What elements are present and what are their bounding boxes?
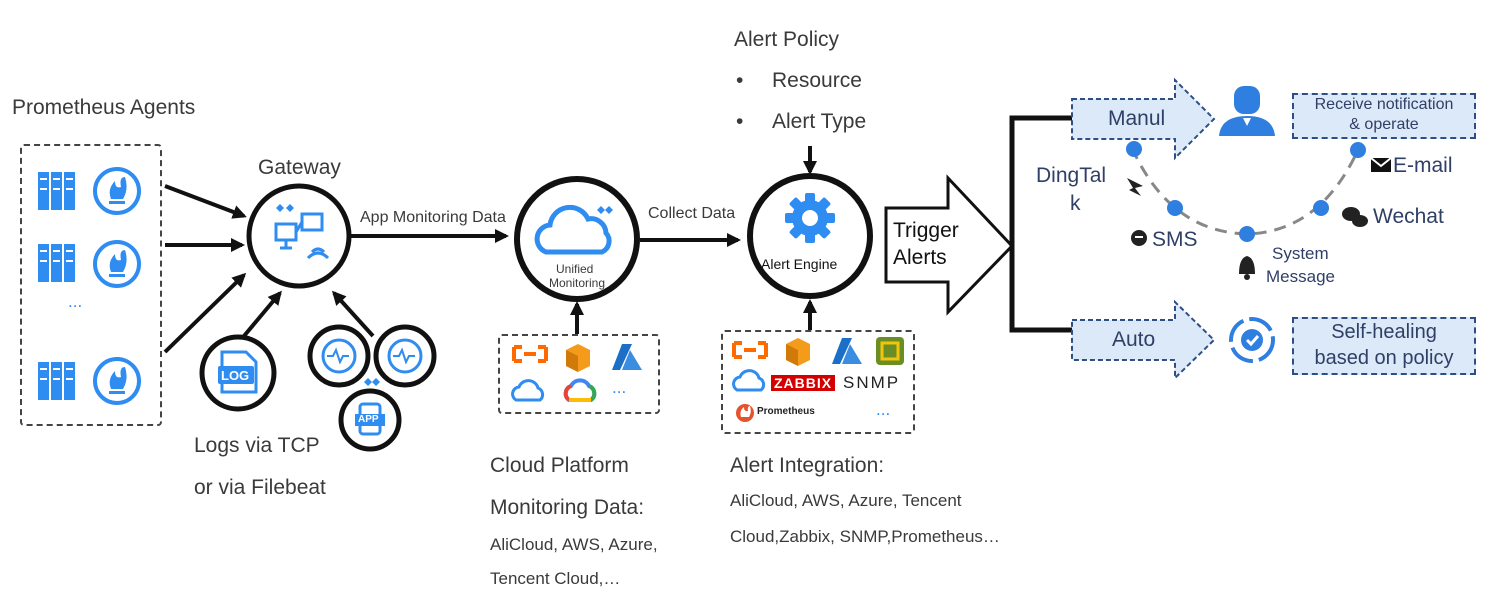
agents-ellipsis: ... — [68, 292, 83, 311]
gateway-title: Gateway — [258, 156, 341, 179]
email-label: E-mail — [1393, 154, 1453, 177]
cloud-platform-line1: Cloud Platform — [490, 454, 629, 477]
dingtalk-line1: DingTal — [1036, 164, 1107, 187]
tencent-cloud-icon — [511, 379, 545, 402]
receive-line1: Receive notification — [1314, 96, 1454, 113]
agents-box — [20, 144, 162, 426]
system-message-line2: Message — [1266, 267, 1335, 286]
auto-arrow-shape — [1071, 299, 1216, 381]
bell-icon — [1239, 256, 1255, 280]
trigger-alerts-line1: Trigger — [893, 219, 959, 242]
agents-title: Prometheus Agents — [12, 96, 196, 119]
app-monitor-node — [307, 324, 437, 452]
tencent-cloud-icon — [732, 369, 766, 392]
snmp-logo: SNMP — [843, 373, 901, 392]
manual-arrow-shape — [1071, 77, 1216, 161]
app-badge: APP — [358, 414, 379, 425]
manual-label: Manul — [1108, 107, 1166, 130]
alicloud-icon — [512, 345, 548, 363]
selfheal-line1: Self-healing — [1331, 321, 1437, 343]
collect-data-label: Collect Data — [648, 205, 736, 222]
aws-icon — [786, 338, 810, 366]
google-cloud-icon — [563, 378, 597, 402]
server-icon — [38, 172, 75, 400]
prometheus-logo-icon — [736, 404, 754, 422]
alert-integration-line2: Cloud,Zabbix, SNMP,Prometheus… — [730, 527, 1000, 546]
trigger-alerts-arrow — [884, 174, 1015, 316]
agent-arrows — [163, 184, 247, 354]
self-healing-icon — [1229, 317, 1275, 363]
system-message-line1: System — [1272, 244, 1329, 263]
cloud-platform-line2: Monitoring Data: — [490, 496, 645, 519]
selfheal-line2: based on policy — [1314, 347, 1454, 369]
zabbix-logo: ZABBIX — [771, 375, 836, 391]
trigger-alerts-line2: Alerts — [893, 246, 947, 269]
email-icon — [1370, 157, 1392, 172]
prometheus-logo-text: Prometheus — [757, 406, 815, 417]
aws-icon — [566, 344, 590, 372]
integration-logos — [732, 337, 904, 422]
cloud-platform-line3: AliCloud, AWS, Azure, — [490, 535, 658, 554]
cloud-platform-line4: Tencent Cloud,… — [490, 569, 621, 588]
log-arrows — [242, 290, 375, 338]
unified-line2: Monitoring — [549, 276, 606, 290]
cloud-ellipsis: ... — [612, 378, 627, 397]
unified-line1: Unified — [556, 262, 594, 276]
log-badge: LOG — [221, 368, 250, 383]
channel-dots — [1126, 141, 1366, 242]
alert-engine-label: Alert Engine — [761, 256, 838, 272]
sms-label: SMS — [1152, 228, 1198, 251]
app-monitoring-label: App Monitoring Data — [360, 209, 506, 226]
log-node — [199, 334, 277, 412]
azure-icon — [832, 338, 862, 364]
vmware-icon — [876, 337, 904, 365]
user-icon — [1219, 86, 1275, 136]
alert-policy-item-2: Alert Type — [772, 110, 867, 133]
sms-icon — [1131, 230, 1147, 246]
wechat-label: Wechat — [1373, 205, 1444, 228]
azure-icon — [612, 344, 642, 370]
alert-engine-node — [747, 173, 873, 299]
logs-line2: or via Filebeat — [194, 476, 326, 499]
integration-box — [721, 330, 915, 434]
unified-monitoring-node — [514, 176, 640, 302]
receive-line2: & operate — [1349, 116, 1419, 133]
alert-policy-title: Alert Policy — [734, 28, 840, 51]
network-icon — [274, 212, 330, 260]
logs-line1: Logs via TCP — [194, 434, 320, 457]
alert-integration-line1: AliCloud, AWS, Azure, Tencent — [730, 491, 962, 510]
alert-integration-title: Alert Integration: — [730, 454, 885, 477]
alert-policy-bullet-1: • — [736, 69, 744, 92]
wechat-icon — [1342, 207, 1368, 227]
gateway-node — [246, 183, 352, 289]
cloud-logos — [511, 344, 642, 402]
dingtalk-icon — [1127, 178, 1143, 196]
gear-icon — [785, 193, 835, 243]
self-healing-box: Self-healing based on policy — [1292, 317, 1476, 375]
prometheus-icon — [93, 167, 141, 405]
receive-notification-box: Receive notification & operate — [1292, 93, 1476, 139]
alicloud-icon — [732, 341, 768, 359]
dingtalk-line2: k — [1070, 192, 1081, 215]
cloud-platform-box — [498, 334, 660, 414]
alert-policy-bullet-2: • — [736, 110, 744, 133]
alert-policy-item-1: Resource — [772, 69, 862, 92]
integration-ellipsis: ... — [876, 400, 891, 419]
auto-label: Auto — [1112, 328, 1156, 351]
